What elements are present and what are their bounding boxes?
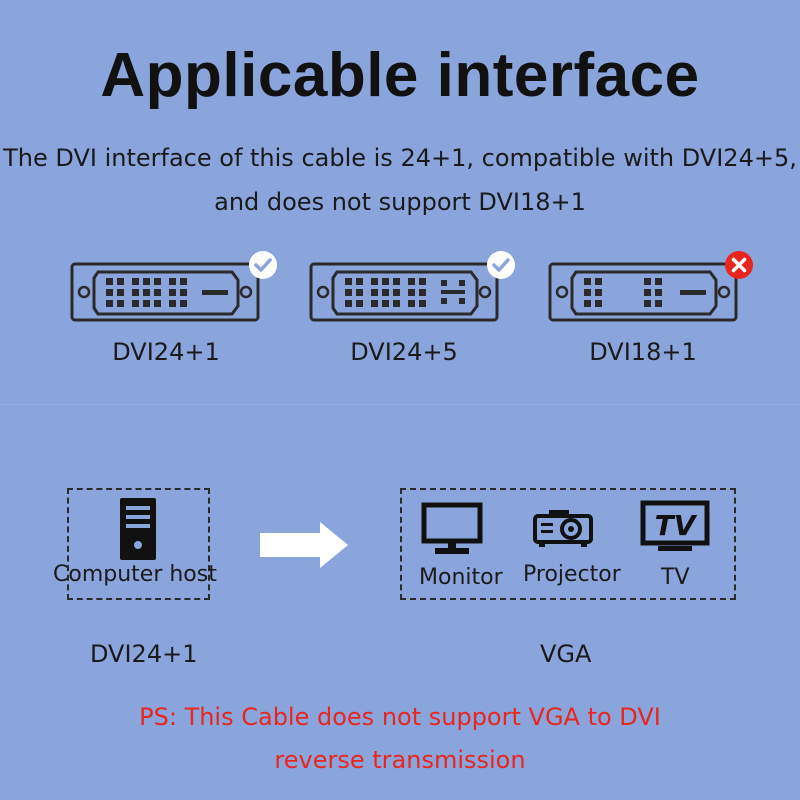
section-divider [0,404,800,405]
connector-label-dvi-24-5: DVI24+5 [350,338,458,366]
computer-host-label: Computer host [53,562,217,587]
source-device-box [67,488,210,600]
svg-text:TV: TV [655,509,698,542]
target-devices-box [400,488,736,600]
page-title: Applicable interface [100,41,700,110]
connector-label-dvi-18-1: DVI18+1 [589,338,697,366]
computer-tower-icon [120,498,156,560]
check-icon [249,251,277,279]
ps-warning-line-2: reverse transmission [274,746,526,774]
x-icon [725,251,753,279]
dvi-24-5-connector-icon [307,250,507,340]
arrow-right-icon [260,522,348,568]
projector-label: Projector [523,562,621,587]
connector-label-dvi-24-1: DVI24+1 [112,338,220,366]
tv-label: TV [661,565,690,590]
monitor-icon [421,502,483,554]
description-line-2: and does not support DVI18+1 [214,188,586,216]
dvi-18-1-connector-icon [546,250,746,340]
description-line-1: The DVI interface of this cable is 24+1,… [3,144,797,172]
tv-icon: TV [640,500,710,551]
target-interface-label: VGA [540,640,592,668]
monitor-label: Monitor [419,565,503,590]
projector-icon [533,510,593,547]
ps-warning-line-1: PS: This Cable does not support VGA to D… [139,703,661,731]
check-icon [487,251,515,279]
source-interface-label: DVI24+1 [90,640,198,668]
dvi-24-1-connector-icon [68,250,268,340]
